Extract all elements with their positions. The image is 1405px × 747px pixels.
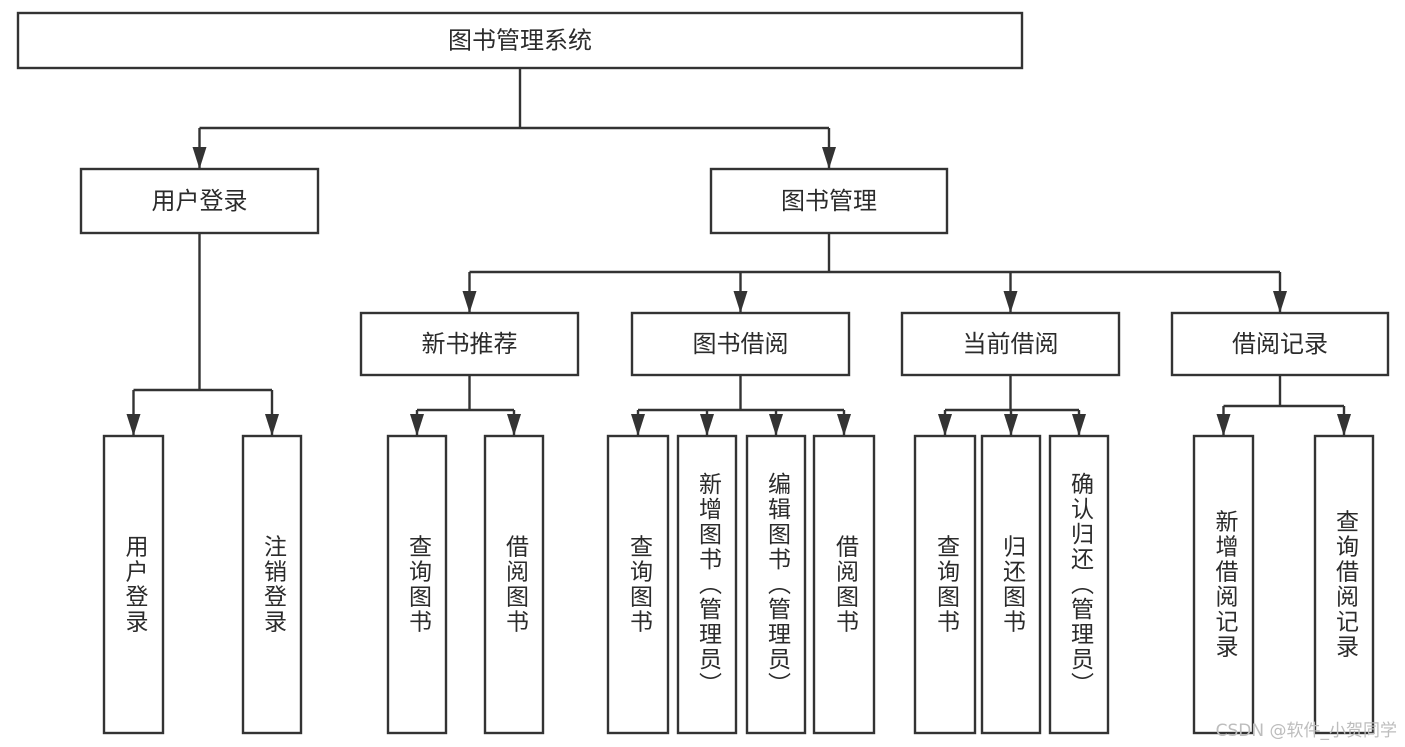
node-box[interactable] (913, 434, 977, 735)
arrow-head-icon (410, 414, 424, 436)
node-label: 查询借阅记录 (1332, 510, 1360, 660)
node-box[interactable] (630, 311, 851, 377)
node-box[interactable] (102, 434, 165, 735)
arrow-head-icon (192, 147, 207, 169)
arrow-head-icon (733, 291, 748, 313)
node-leaf-9[interactable]: 归还图书 (980, 434, 1042, 735)
node-box[interactable] (980, 434, 1042, 735)
arrow-head-icon (769, 414, 783, 436)
node-box[interactable] (812, 434, 876, 735)
node-leaf-11[interactable]: 新增借阅记录 (1192, 434, 1255, 735)
arrow-head-icon (1072, 414, 1086, 436)
arrow-head-icon (700, 414, 714, 436)
connector-layer (126, 68, 1351, 436)
node-box[interactable] (359, 311, 580, 377)
node-box[interactable] (900, 311, 1121, 377)
node-box[interactable] (676, 434, 738, 735)
node-label: 确认归还（管理员） (1067, 472, 1095, 697)
node-level2-1[interactable]: 图书管理 (709, 167, 949, 235)
node-leaf-1[interactable]: 注销登录 (241, 434, 303, 735)
node-leaf-4[interactable]: 查询图书 (606, 434, 670, 735)
node-label: 查询图书 (626, 535, 654, 635)
node-box[interactable] (16, 11, 1024, 70)
arrow-head-icon (462, 291, 477, 313)
node-label: 当前借阅 (963, 330, 1059, 358)
node-leaf-8[interactable]: 查询图书 (913, 434, 977, 735)
node-label: 用户登录 (152, 187, 248, 215)
node-box[interactable] (483, 434, 545, 735)
node-box[interactable] (1048, 434, 1110, 735)
node-leaf-12[interactable]: 查询借阅记录 (1313, 434, 1375, 735)
node-label: 注销登录 (260, 535, 288, 635)
node-label: 新书推荐 (422, 330, 518, 358)
node-box[interactable] (745, 434, 807, 735)
arrow-head-icon (1216, 414, 1231, 436)
node-box[interactable] (386, 434, 448, 735)
node-root-0[interactable]: 图书管理系统 (16, 11, 1024, 70)
node-level3-3[interactable]: 借阅记录 (1170, 311, 1390, 377)
arrow-head-icon (822, 147, 836, 169)
node-level3-1[interactable]: 图书借阅 (630, 311, 851, 377)
node-level3-2[interactable]: 当前借阅 (900, 311, 1121, 377)
node-label: 借阅图书 (832, 535, 860, 635)
arrow-head-icon (631, 414, 645, 436)
node-label: 借阅图书 (502, 535, 530, 635)
node-box[interactable] (1313, 434, 1375, 735)
node-label: 查询图书 (933, 535, 961, 635)
arrow-head-icon (126, 414, 141, 436)
node-label: 图书管理系统 (448, 27, 592, 55)
node-label: 新增图书（管理员） (695, 472, 723, 697)
node-label: 编辑图书（管理员） (764, 472, 792, 697)
arrow-head-icon (1337, 414, 1351, 436)
node-leaf-0[interactable]: 用户登录 (102, 434, 165, 735)
node-label: 图书借阅 (693, 330, 789, 358)
node-leaf-6[interactable]: 编辑图书（管理员） (745, 434, 807, 735)
arrow-head-icon (507, 414, 521, 436)
node-leaf-5[interactable]: 新增图书（管理员） (676, 434, 738, 735)
node-layer: 图书管理系统用户登录图书管理新书推荐图书借阅当前借阅借阅记录用户登录注销登录查询… (16, 11, 1390, 735)
node-level2-0[interactable]: 用户登录 (79, 167, 320, 235)
node-box[interactable] (79, 167, 320, 235)
node-label: 图书管理 (781, 187, 877, 215)
arrow-head-icon (265, 414, 279, 436)
node-leaf-7[interactable]: 借阅图书 (812, 434, 876, 735)
node-label: 用户登录 (121, 535, 149, 635)
node-leaf-3[interactable]: 借阅图书 (483, 434, 545, 735)
node-box[interactable] (1192, 434, 1255, 735)
node-label: 新增借阅记录 (1211, 510, 1239, 660)
node-box[interactable] (709, 167, 949, 235)
arrow-head-icon (1273, 291, 1287, 313)
node-box[interactable] (241, 434, 303, 735)
node-label: 查询图书 (405, 535, 433, 635)
node-box[interactable] (1170, 311, 1390, 377)
node-box[interactable] (606, 434, 670, 735)
arrow-head-icon (938, 414, 952, 436)
arrow-head-icon (1004, 414, 1018, 436)
node-leaf-10[interactable]: 确认归还（管理员） (1048, 434, 1110, 735)
node-leaf-2[interactable]: 查询图书 (386, 434, 448, 735)
node-level3-0[interactable]: 新书推荐 (359, 311, 580, 377)
arrow-head-icon (837, 414, 851, 436)
node-label: 归还图书 (999, 535, 1027, 635)
arrow-head-icon (1003, 291, 1018, 313)
node-label: 借阅记录 (1232, 330, 1328, 358)
